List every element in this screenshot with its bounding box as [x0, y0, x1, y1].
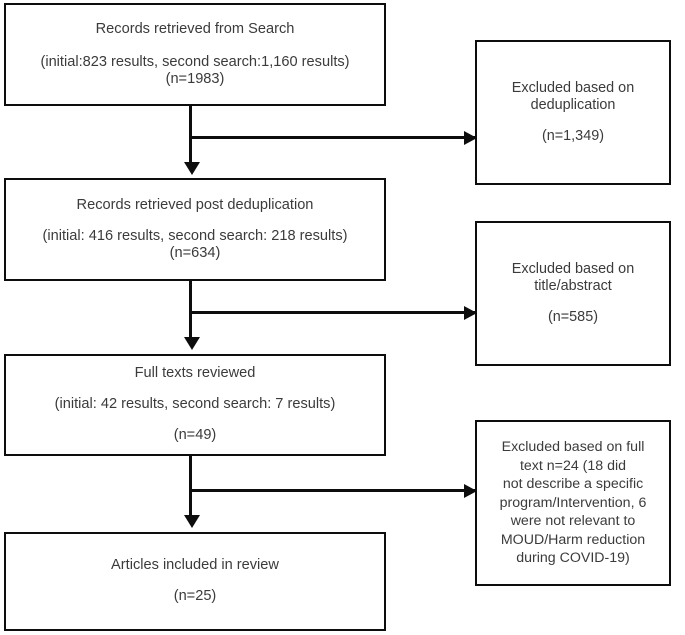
excluded-full-text-line3: not describe a specific — [502, 476, 644, 493]
connector-stem-records — [189, 106, 192, 164]
box-records-post-deduplication: Records retrieved post deduplication (in… — [4, 178, 386, 281]
excluded-title-abstract-line2: title/abstract — [534, 278, 612, 295]
records-retrieved-title: Records retrieved from Search — [95, 20, 295, 37]
post-deduplication-detail: (initial: 416 results, second search: 21… — [42, 227, 348, 244]
arrow-down-icon-fulltexts-to-included — [184, 515, 200, 528]
records-retrieved-count: (n=1983) — [165, 71, 225, 88]
arrow-right-icon-fulltexts-to-excluded — [464, 484, 477, 498]
excluded-full-text-line2: text n=24 (18 did — [519, 457, 627, 474]
arrow-right-icon-postdedup-to-excluded — [464, 306, 477, 320]
connector-branch-records-to-excluded — [189, 136, 476, 139]
box-records-retrieved: Records retrieved from Search (initial:8… — [4, 3, 386, 106]
connector-stem-fulltexts — [189, 456, 192, 517]
excluded-full-text-line6: MOUD/Harm reduction — [500, 531, 646, 548]
arrow-down-icon-postdedup-to-fulltexts — [184, 337, 200, 350]
excluded-title-abstract-count: (n=585) — [547, 308, 598, 325]
excluded-full-text-line1: Excluded based on full — [501, 439, 645, 456]
articles-included-count: (n=25) — [173, 588, 217, 605]
excluded-deduplication-count: (n=1,349) — [541, 127, 604, 144]
excluded-full-text-line7: during COVID-19) — [516, 550, 630, 567]
articles-included-title: Articles included in review — [111, 557, 279, 574]
excluded-full-text-line5: were not relevant to — [510, 513, 636, 530]
connector-branch-fulltexts-to-excluded — [189, 489, 476, 492]
excluded-deduplication-line2: deduplication — [530, 97, 616, 114]
box-full-texts-reviewed: Full texts reviewed (initial: 42 results… — [4, 354, 386, 456]
excluded-full-text-line4: program/Intervention, 6 — [499, 494, 647, 511]
arrow-right-icon-records-to-excluded — [464, 131, 477, 145]
records-retrieved-detail: (initial:823 results, second search:1,16… — [40, 53, 350, 70]
box-articles-included: Articles included in review (n=25) — [4, 532, 386, 631]
post-deduplication-count: (n=634) — [169, 245, 221, 262]
box-excluded-full-text: Excluded based on full text n=24 (18 did… — [475, 420, 671, 586]
excluded-title-abstract-line1: Excluded based on — [511, 261, 635, 278]
full-texts-title: Full texts reviewed — [134, 365, 256, 382]
post-deduplication-title: Records retrieved post deduplication — [76, 196, 314, 213]
arrow-down-icon-records-to-postdedup — [184, 162, 200, 175]
full-texts-count: (n=49) — [173, 427, 217, 444]
box-excluded-title-abstract: Excluded based on title/abstract (n=585) — [475, 221, 671, 366]
connector-branch-postdedup-to-excluded — [189, 311, 476, 314]
full-texts-detail: (initial: 42 results, second search: 7 r… — [54, 396, 336, 413]
connector-stem-postdedup — [189, 281, 192, 339]
excluded-deduplication-line1: Excluded based on — [511, 80, 635, 97]
box-excluded-deduplication: Excluded based on deduplication (n=1,349… — [475, 40, 671, 185]
